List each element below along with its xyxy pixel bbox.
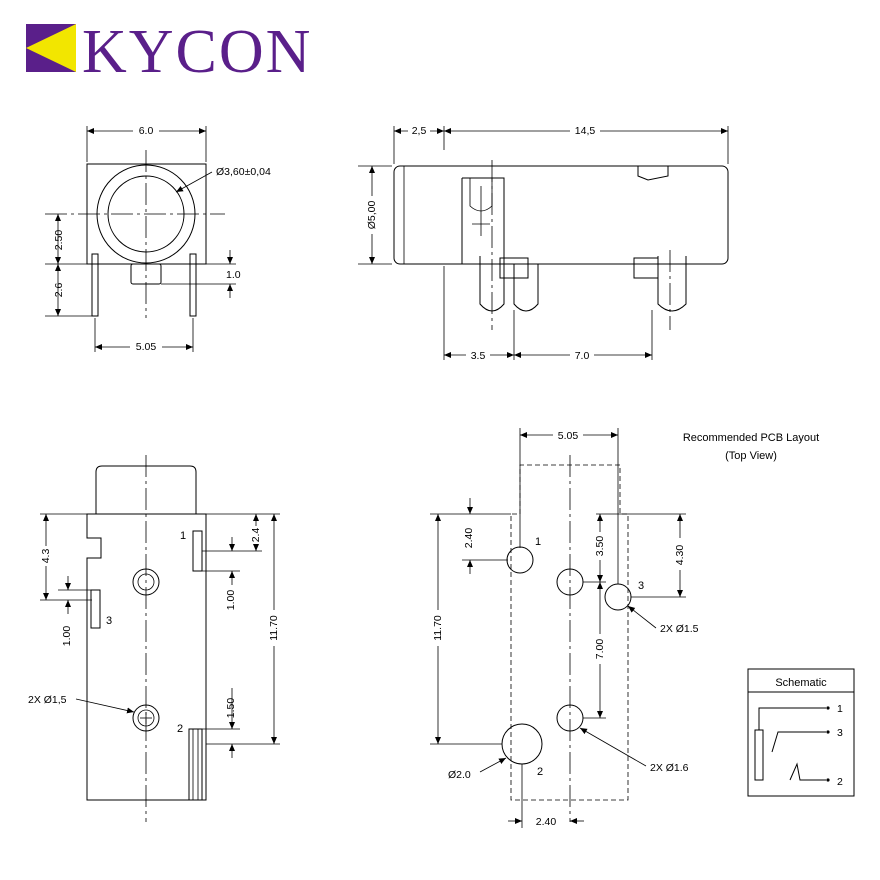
pcb-callout-2-0: Ø2.0: [448, 769, 471, 781]
front-view: 6.0 Ø3,60±0,04 2.50 2.6 1.0 5.05: [45, 124, 271, 353]
pcb-dim-2-40-top: 2.40: [463, 528, 475, 549]
side-view: 2,5 14,5 Ø5,00 3.5 7.0: [358, 124, 729, 362]
bottom-body: [86, 513, 207, 801]
dim-bottom-2-4: 2.4: [250, 528, 262, 543]
dim-bottom-1-00-a: 1.00: [61, 626, 73, 647]
pcb-subtitle: (Top View): [725, 450, 777, 462]
schematic-pin1: 1: [837, 703, 843, 715]
bottom-hole-callout: 2X Ø1,5: [28, 694, 67, 706]
side-contact: [461, 177, 505, 264]
schematic-box: [747, 668, 855, 797]
dim-side-pin-offset-2: 7.0: [575, 350, 590, 362]
dim-side-pin-offset-1: 3.5: [471, 350, 486, 362]
pcb-callout-1-6: 2X Ø1.6: [650, 762, 689, 774]
dim-front-pin-spacing: 5.05: [136, 341, 157, 353]
bottom-pin3-label: 3: [106, 615, 112, 627]
pcb-pin3-label: 3: [638, 580, 644, 592]
front-nub: [130, 263, 162, 285]
schematic: Schematic 1 3 2: [747, 668, 855, 797]
side-tab: [637, 165, 669, 181]
logo-text: KYCON: [82, 18, 312, 86]
side-pin-3: [657, 256, 687, 312]
pcb-layout: Recommended PCB Layout (Top View) 1 3 2 …: [430, 428, 819, 828]
dim-bottom-11-70: 11.70: [268, 615, 280, 641]
dim-front-pin-offset: 1.0: [226, 269, 241, 281]
dim-side-diameter: Ø5,00: [366, 201, 378, 230]
logo-triangle: [26, 24, 76, 72]
pcb-footprint-outline: [510, 464, 629, 801]
front-pin-left: [91, 253, 99, 317]
schematic-pin3: 3: [837, 727, 843, 739]
pcb-dim-2-40-bottom: 2.40: [536, 816, 557, 828]
pcb-dim-11-70: 11.70: [432, 615, 444, 641]
pcb-hole-3: [604, 583, 632, 611]
pcb-dim-4-30: 4.30: [674, 545, 686, 566]
dim-front-hole: Ø3,60±0,04: [216, 166, 271, 178]
pcb-dim-5-05: 5.05: [558, 430, 579, 442]
bottom-pin1-label: 1: [180, 530, 186, 542]
schematic-sleeve: [754, 729, 764, 781]
pcb-dim-3-50: 3.50: [594, 536, 606, 557]
pcb-pin2-label: 2: [537, 766, 543, 778]
bottom-pin2-label: 2: [177, 723, 183, 735]
front-pin-right: [189, 253, 197, 317]
bottom-pin-3: [90, 589, 101, 629]
pcb-title: Recommended PCB Layout: [683, 432, 819, 444]
dim-bottom-1-50: 1.50: [225, 698, 237, 719]
bottom-hole-bottom: [132, 704, 160, 732]
dim-bottom-1-00-b: 1.00: [225, 590, 237, 611]
kycon-logo: KYCON: [26, 18, 312, 86]
schematic-pin2: 2: [837, 776, 843, 788]
dim-side-body-length: 14,5: [575, 125, 596, 137]
pcb-callout-1-5: 2X Ø1.5: [660, 623, 699, 635]
pcb-pin1-label: 1: [535, 536, 541, 548]
dim-front-pin-length: 2.6: [53, 283, 65, 298]
dim-front-center-height: 2.50: [53, 230, 65, 251]
schematic-title: Schematic: [775, 677, 827, 689]
bottom-view: 1 3 2 4.3 1.00 2.4 1.00 11.70 1.50: [28, 455, 281, 822]
bottom-pin-1: [192, 530, 203, 572]
side-body: [393, 165, 729, 265]
pcb-hole-2: [501, 723, 543, 765]
bottom-hole-top: [132, 568, 160, 596]
dim-front-width: 6.0: [139, 125, 154, 137]
dim-side-front-length: 2,5: [412, 125, 427, 137]
bottom-pin-2: [188, 728, 203, 801]
dim-bottom-4-3: 4.3: [40, 549, 52, 564]
pcb-dim-7-00: 7.00: [594, 639, 606, 660]
side-pin-2: [513, 264, 539, 312]
